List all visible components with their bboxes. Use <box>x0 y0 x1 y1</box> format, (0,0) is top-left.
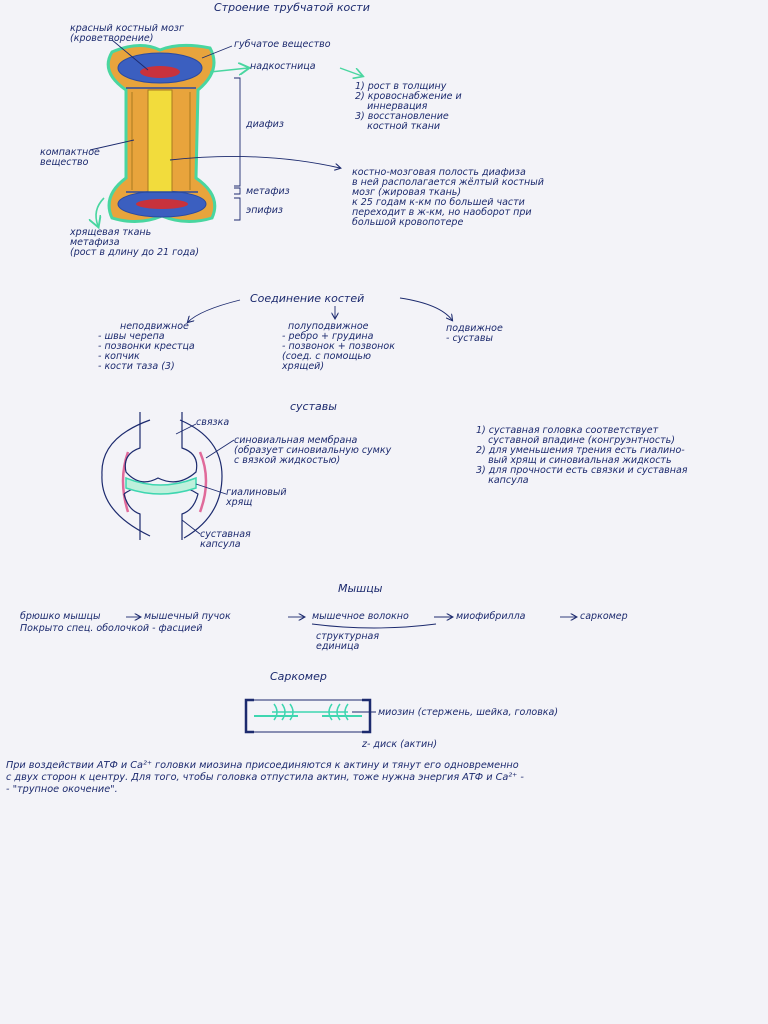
joint-leader-lines <box>175 423 235 535</box>
synovial-membrane-left <box>121 451 130 513</box>
long-bone-drawing <box>106 43 217 223</box>
sarcomere-section-title: Саркомер <box>270 670 327 683</box>
label-metaphysis: метафиз <box>246 186 290 197</box>
structural-unit-note: структурная единица <box>316 631 380 652</box>
joint-capsule-right <box>179 419 223 539</box>
label-red-marrow: красный костный мозг (кроветворение) <box>70 23 184 44</box>
joint-types-arrows <box>188 297 452 322</box>
red-marrow-top <box>140 66 180 78</box>
label-ligament: связка <box>196 417 230 428</box>
label-periosteum: надкостница <box>250 61 316 72</box>
periosteum-functions: 1) рост в толщину 2) кровоснабжение и ин… <box>355 81 462 132</box>
semi-mobile-heading: полуподвижное <box>288 321 369 332</box>
mobile-joints-list: - суставы <box>446 333 493 344</box>
muscle-chain-arrows <box>126 617 576 629</box>
marrow-cavity-note: костно-мозговая полость диафиза в ней ра… <box>352 167 544 228</box>
label-z-disc: z- диск (актин) <box>362 739 438 750</box>
joint-capsule <box>101 419 151 537</box>
muscle-chain-bundle: мышечный пучок <box>144 611 231 622</box>
myosin-heads-left <box>273 703 294 721</box>
bone-section-title: Строение трубчатой кости <box>214 1 370 14</box>
fixed-joints-list: - швы черепа - позвонки крестца - копчик… <box>98 331 195 372</box>
label-myosin: миозин (стержень, шейка, головка) <box>378 707 559 718</box>
metaphysis-cartilage-note: хрящевая ткань метафиза (рост в длину до… <box>70 227 200 258</box>
bone-leader-lines <box>89 39 340 221</box>
mobile-joints-heading: подвижное <box>446 323 503 334</box>
label-diaphysis: диафиз <box>246 119 284 130</box>
muscle-chain-fiber: мышечное волокно <box>312 611 409 622</box>
fixed-joints-heading: неподвижное <box>120 321 189 332</box>
sarcomere-contraction-paragraph: При воздействии АТФ и Са²⁺ головки миози… <box>6 760 524 795</box>
sarcomere-drawing <box>244 698 376 734</box>
periosteum-arrow <box>209 68 248 72</box>
myosin-heads-right <box>328 703 349 721</box>
label-joint-capsule: суставная капсула <box>200 529 251 550</box>
muscle-chain-belly: брюшко мышцы <box>20 611 101 622</box>
fascia-note: Покрыто спец. оболочкой - фасцией <box>20 623 203 634</box>
red-marrow-bottom <box>136 199 188 209</box>
label-epiphysis: эпифиз <box>246 205 283 216</box>
articular-socket <box>123 486 199 540</box>
synovial-membrane-right <box>198 451 208 513</box>
articular-head <box>124 412 198 483</box>
semi-mobile-list: - ребро + грудина - позвонок + позвонок … <box>282 331 395 372</box>
muscles-section-title: Мышцы <box>338 582 383 595</box>
metaphysis-cartilage-arrow <box>96 197 105 226</box>
muscle-chain-sarcomere: саркомер <box>580 611 628 622</box>
joints-section-title: Соединение костей <box>250 292 365 305</box>
label-hyaline-cartilage: гиалиновый хрящ <box>226 487 287 508</box>
hyaline-cartilage <box>125 476 197 495</box>
joint-features-notes: 1) суставная головка соответствует суста… <box>476 425 688 486</box>
marrow-cavity <box>147 89 173 193</box>
periosteum-functions-arrow <box>339 67 362 76</box>
label-spongy-substance: губчатое вещество <box>234 39 331 50</box>
label-compact-substance: компактное вещество <box>40 147 100 168</box>
label-synovial-membrane: синовиальная мембрана (образует синовиал… <box>234 435 392 466</box>
joint-diagram-title: суставы <box>290 400 337 413</box>
muscle-chain-myofibril: миофибрилла <box>456 611 526 622</box>
joint-drawing <box>101 412 223 540</box>
